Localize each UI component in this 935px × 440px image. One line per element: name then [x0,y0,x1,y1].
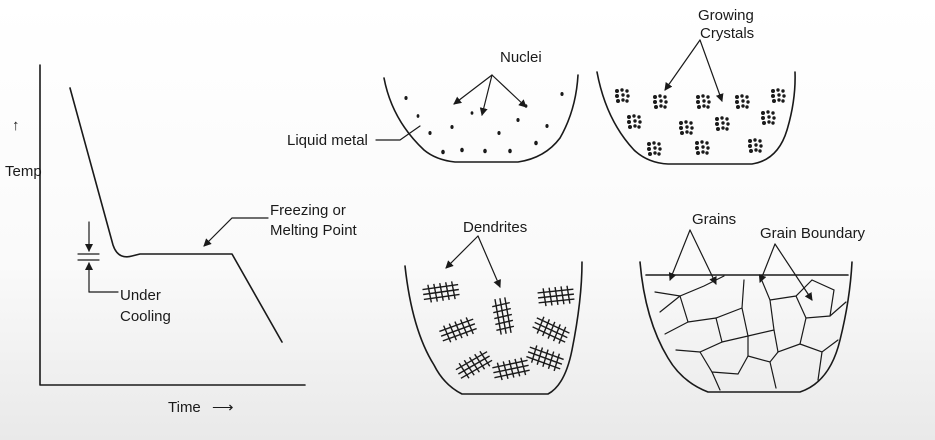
panel-nuclei: Nuclei Liquid metal [287,49,579,163]
undercooling-label-2: Cooling [120,308,171,325]
y-axis [39,64,306,386]
nuclei-arrow-2 [479,74,493,116]
y-axis-arrow: ↑ [12,117,20,134]
growing-label-1: Growing [698,7,754,24]
crystal-clusters [615,88,786,156]
undercooling-label-1: Under [120,287,161,304]
crucible-1 [383,74,579,163]
nuclei-dots [404,92,564,155]
freezing-label-1: Freezing or [270,202,346,219]
crucible-4 [639,261,853,393]
growing-arrow-1 [664,39,701,91]
dendrites-label: Dendrites [463,219,527,236]
growing-label-2: Crystals [700,25,754,42]
dendrite-arrow-2 [477,235,501,288]
nuclei-arrow-3 [491,74,527,108]
liquid-metal-pointer [375,125,421,141]
grain-boundary-label: Grain Boundary [760,225,866,242]
dendrite-arrow-1 [445,235,479,269]
boundary-arrow-2 [774,243,813,301]
dendrite-marks [422,281,575,381]
liquid-metal-label: Liquid metal [287,132,368,149]
grains-label: Grains [692,211,736,228]
panel-growing-crystals: Growing Crystals [596,7,796,165]
panel-grains: Grains Grain Boundary [639,211,866,393]
boundary-arrow-1 [758,243,776,283]
freezing-label-2: Melting Point [270,222,358,239]
x-axis-arrow: ⟶ [212,399,234,416]
growing-arrow-2 [699,39,724,102]
cooling-line [69,87,283,343]
crucible-2 [596,71,796,165]
nuclei-label: Nuclei [500,49,542,66]
x-axis-label: Time [168,399,201,416]
cooling-curve: ↑ Temp Time ⟶ Under Cooling Freezing or … [5,64,358,416]
panel-dendrites: Dendrites [404,219,583,395]
nuclei-arrow-1 [453,74,493,105]
crucible-3 [404,261,583,395]
grains-arrow-1 [668,229,691,281]
grain-boundaries [654,275,847,391]
y-axis-label: Temp [5,163,42,180]
freezing-pointer [203,217,269,247]
grains-arrow-2 [689,229,717,285]
